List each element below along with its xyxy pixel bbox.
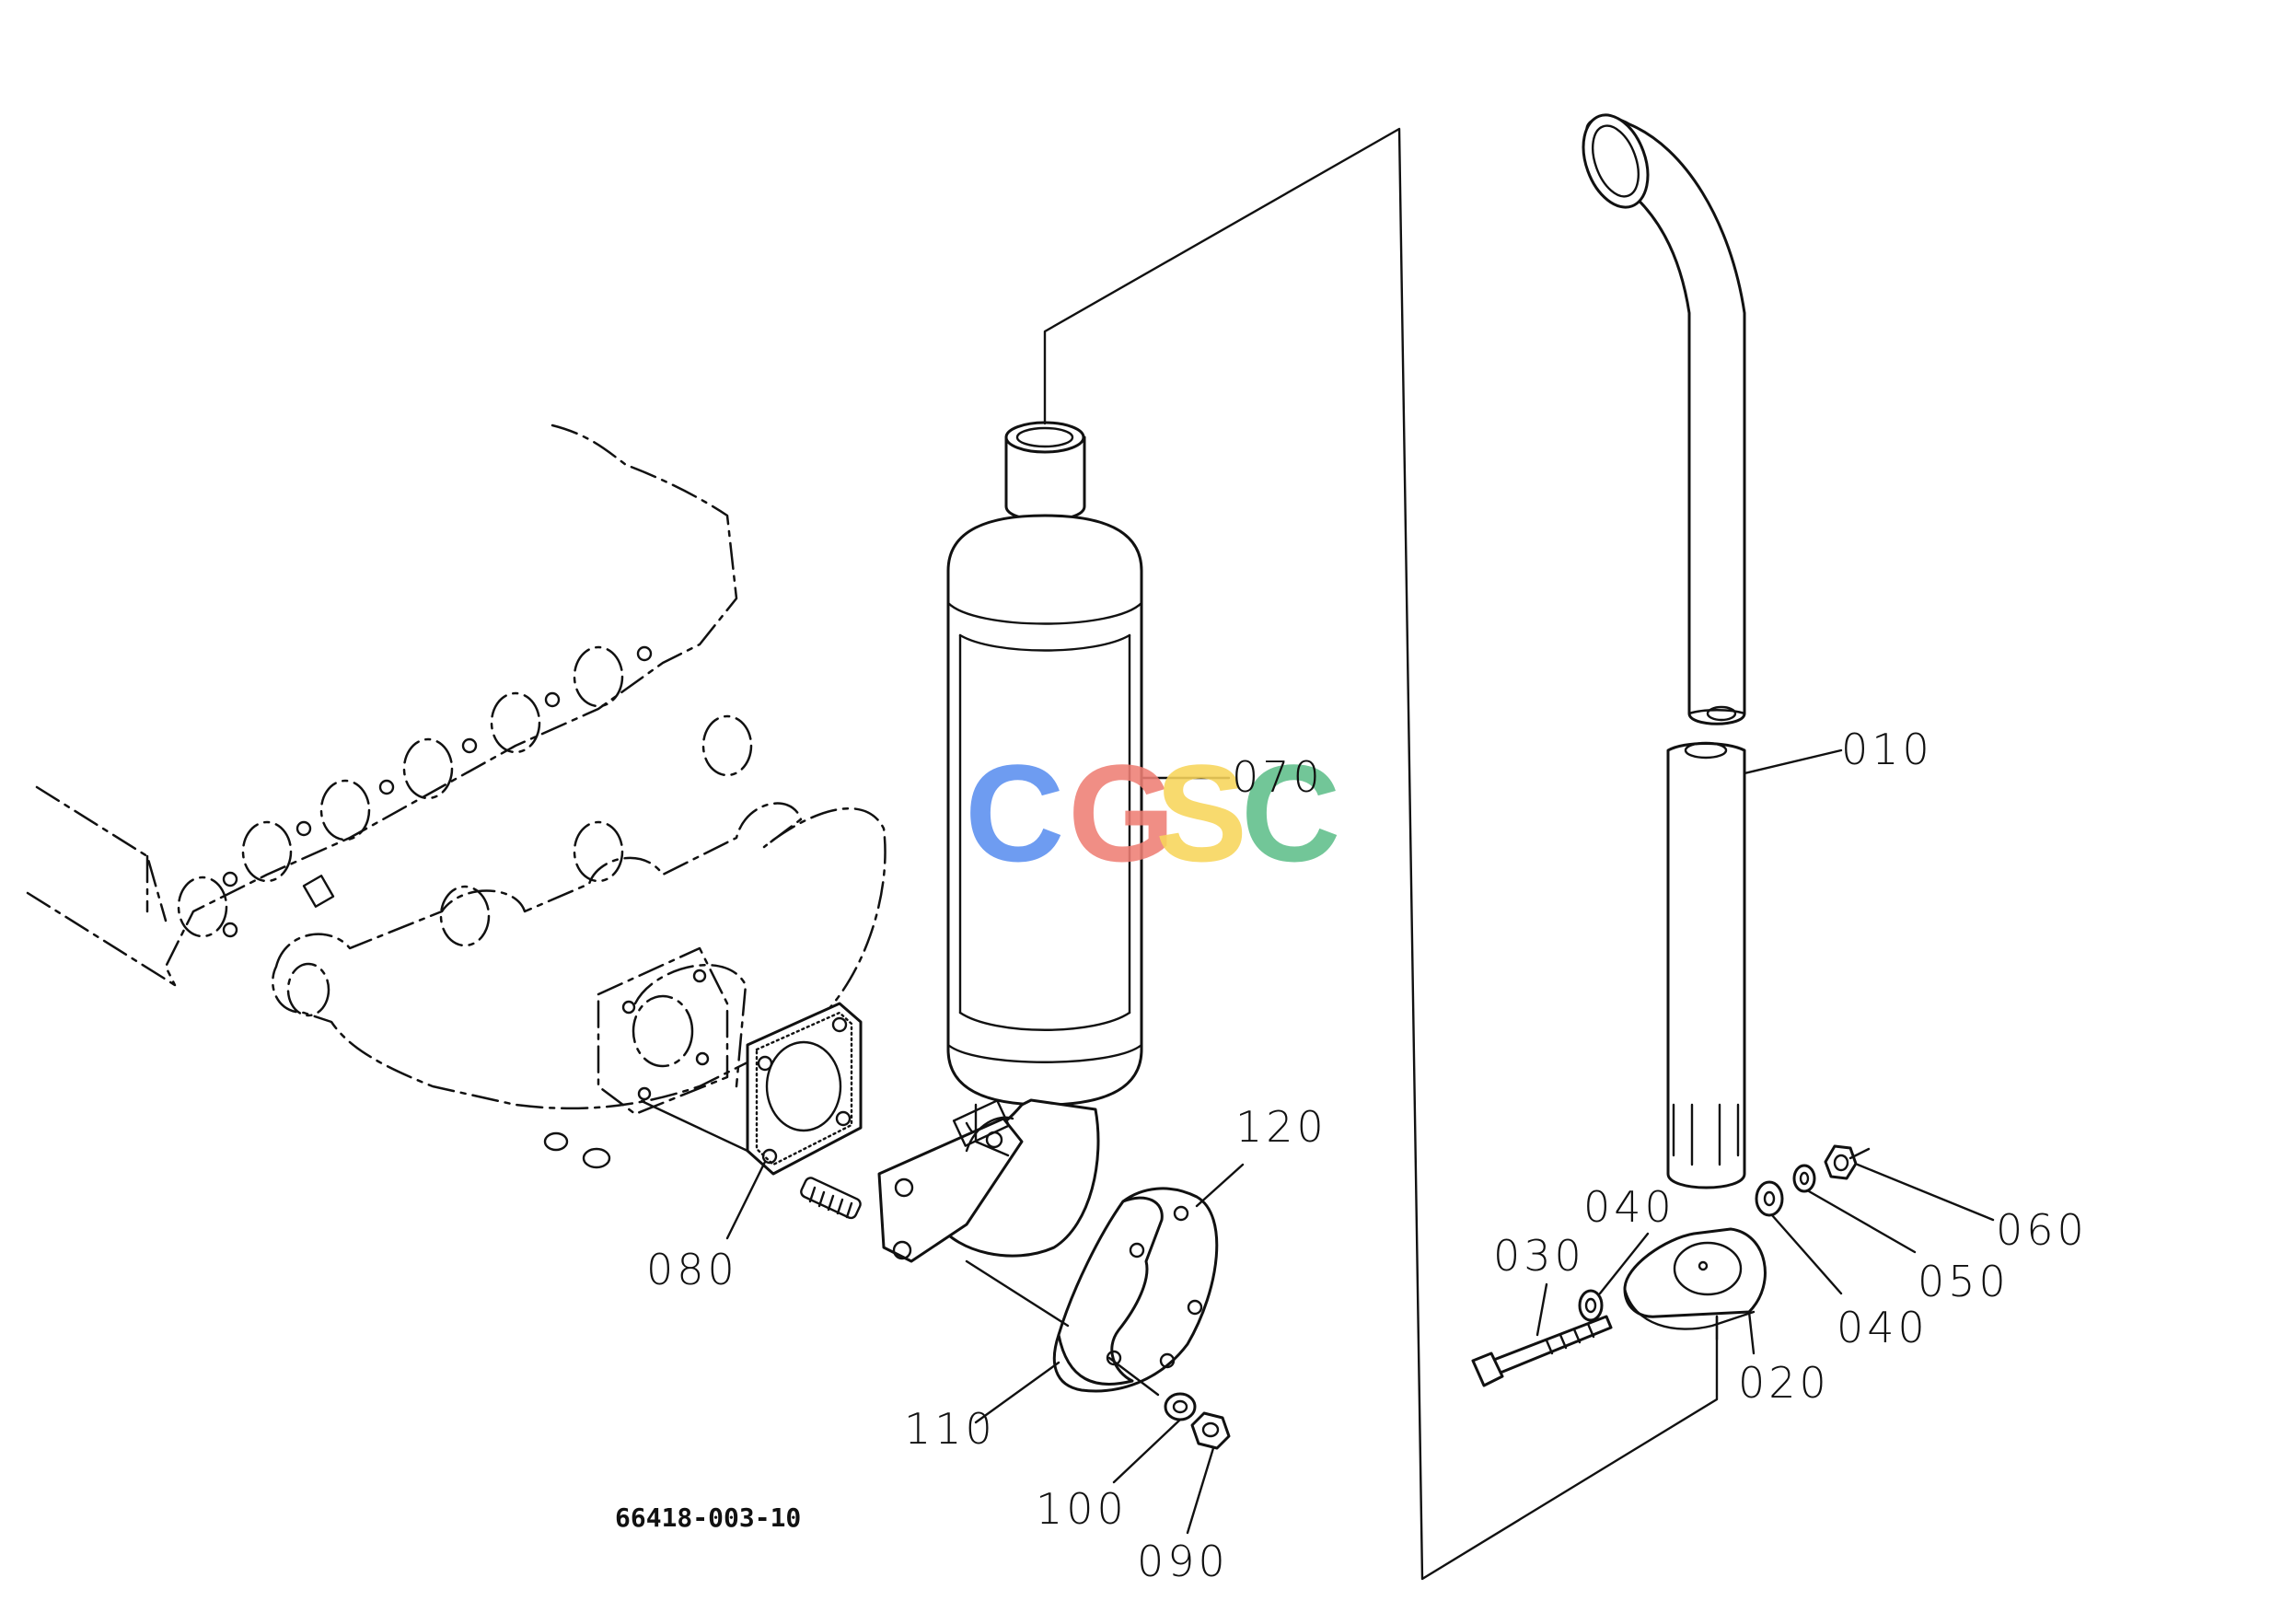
exhaust-manifold-outline [272,714,887,1169]
callout-030: 030 [1493,1231,1585,1281]
watermark-logo: C G S C [965,736,1340,890]
watermark-letter-2: G [1068,736,1176,890]
muffler-070 [877,421,1143,1263]
engine-block-outline [26,423,738,987]
callout-110: 110 [904,1404,996,1454]
washer-040-right [1755,1180,1784,1217]
callout-040-upper: 040 [1583,1182,1675,1232]
callout-020: 020 [1738,1358,1830,1408]
tail-pipe-010 [1582,113,1746,1189]
nut-090 [1190,1411,1231,1450]
drawing-code: 66418-003-10 [615,1502,801,1533]
gasket-080 [640,1002,863,1176]
callout-050: 050 [1918,1257,2010,1306]
callout-060: 060 [1996,1205,2088,1255]
leader-lines [725,748,1995,1535]
stud-bolt [800,1177,862,1220]
washer-040-left [1578,1289,1604,1322]
heat-shield-110-120 [965,1187,1219,1397]
callout-100: 100 [1036,1484,1128,1534]
callout-labels: 010 070 120 080 110 100 090 030 040 020 … [615,725,2088,1586]
watermark-letter-3: S [1155,736,1247,890]
clamp-020 [1623,1227,1767,1330]
bolt-030 [1471,1315,1613,1387]
callout-070: 070 [1232,752,1324,802]
callout-040-lower: 040 [1837,1303,1929,1352]
spring-washer-050 [1792,1164,1816,1193]
assembly-lines [1043,127,1719,1581]
watermark-letter-4: C [1241,736,1340,890]
nut-060 [1824,1144,1871,1180]
callout-120: 120 [1235,1102,1327,1152]
watermark-letter-1: C [965,736,1064,890]
washer-100 [1164,1392,1197,1421]
callout-010: 010 [1841,725,1933,774]
callout-080: 080 [646,1245,738,1294]
callout-090: 090 [1137,1537,1229,1586]
